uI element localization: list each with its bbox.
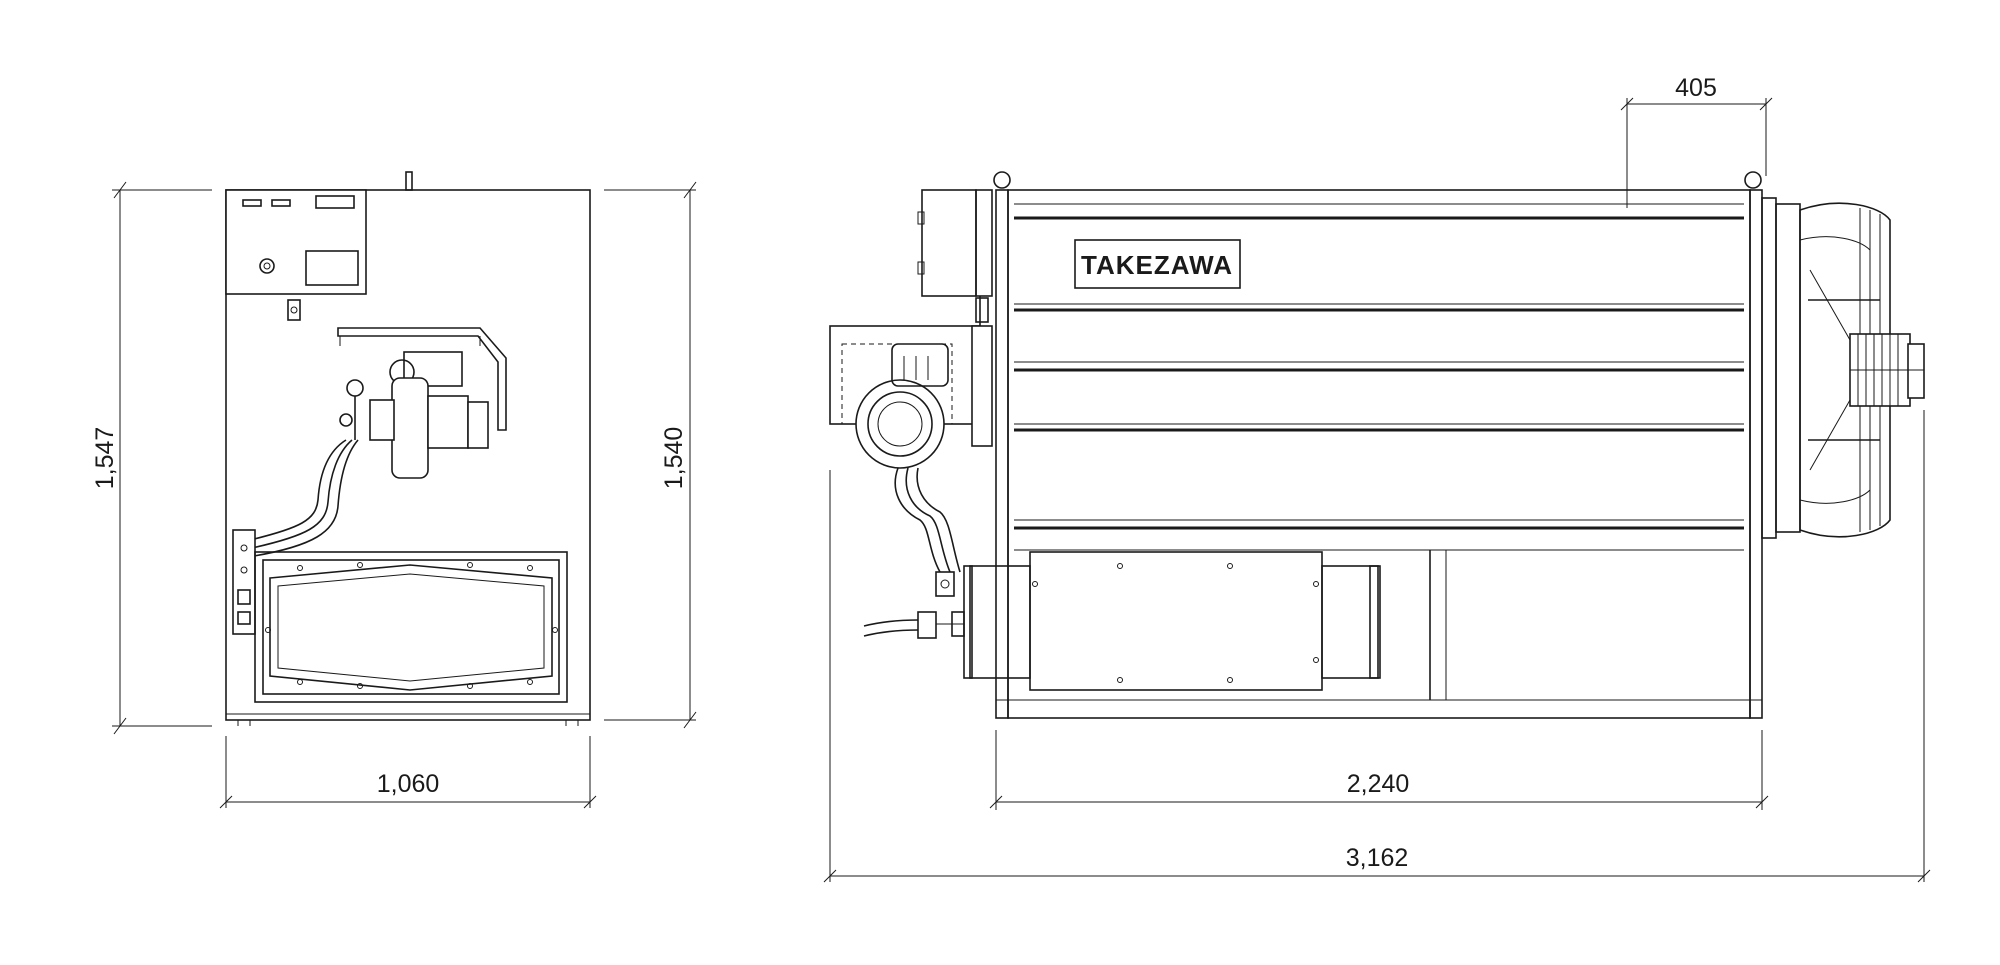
lifting-eye-right <box>1744 171 1762 189</box>
front-height-right-dimension: 1,540 <box>604 181 697 729</box>
side-bracket <box>232 529 256 635</box>
overall-length-dimension: 3,162 <box>823 410 1931 883</box>
overall-length-label: 3,162 <box>1346 844 1409 872</box>
fan-offset-label: 405 <box>1675 74 1717 102</box>
body-length-label: 2,240 <box>1347 770 1410 798</box>
lifting-eye-left <box>993 171 1011 189</box>
front-view: 1,547 1,540 1,060 <box>91 171 697 809</box>
control-box <box>225 189 367 321</box>
brand-badge: TAKEZAWA <box>1074 239 1241 289</box>
side-burner <box>829 296 993 639</box>
front-height-right-label: 1,540 <box>660 427 688 490</box>
inspection-door <box>254 551 568 703</box>
body-length-dimension: 2,240 <box>989 730 1769 810</box>
front-height-left-dimension: 1,547 <box>91 181 212 735</box>
front-width-dimension: 1,060 <box>219 736 597 809</box>
side-panel-stripes <box>1014 203 1744 551</box>
lower-compartments <box>963 550 1447 700</box>
fan-offset-dimension: 405 <box>1620 74 1773 208</box>
side-control-box <box>917 189 993 297</box>
side-view: TAKEZAWA <box>823 74 1931 883</box>
burner-assembly <box>249 327 507 557</box>
top-vent-pipe <box>405 171 413 191</box>
front-height-left-label: 1,547 <box>91 427 119 490</box>
side-fan-assembly <box>1761 197 1925 539</box>
front-width-label: 1,060 <box>377 770 440 798</box>
brand-logo-text: TAKEZAWA <box>1081 250 1233 280</box>
